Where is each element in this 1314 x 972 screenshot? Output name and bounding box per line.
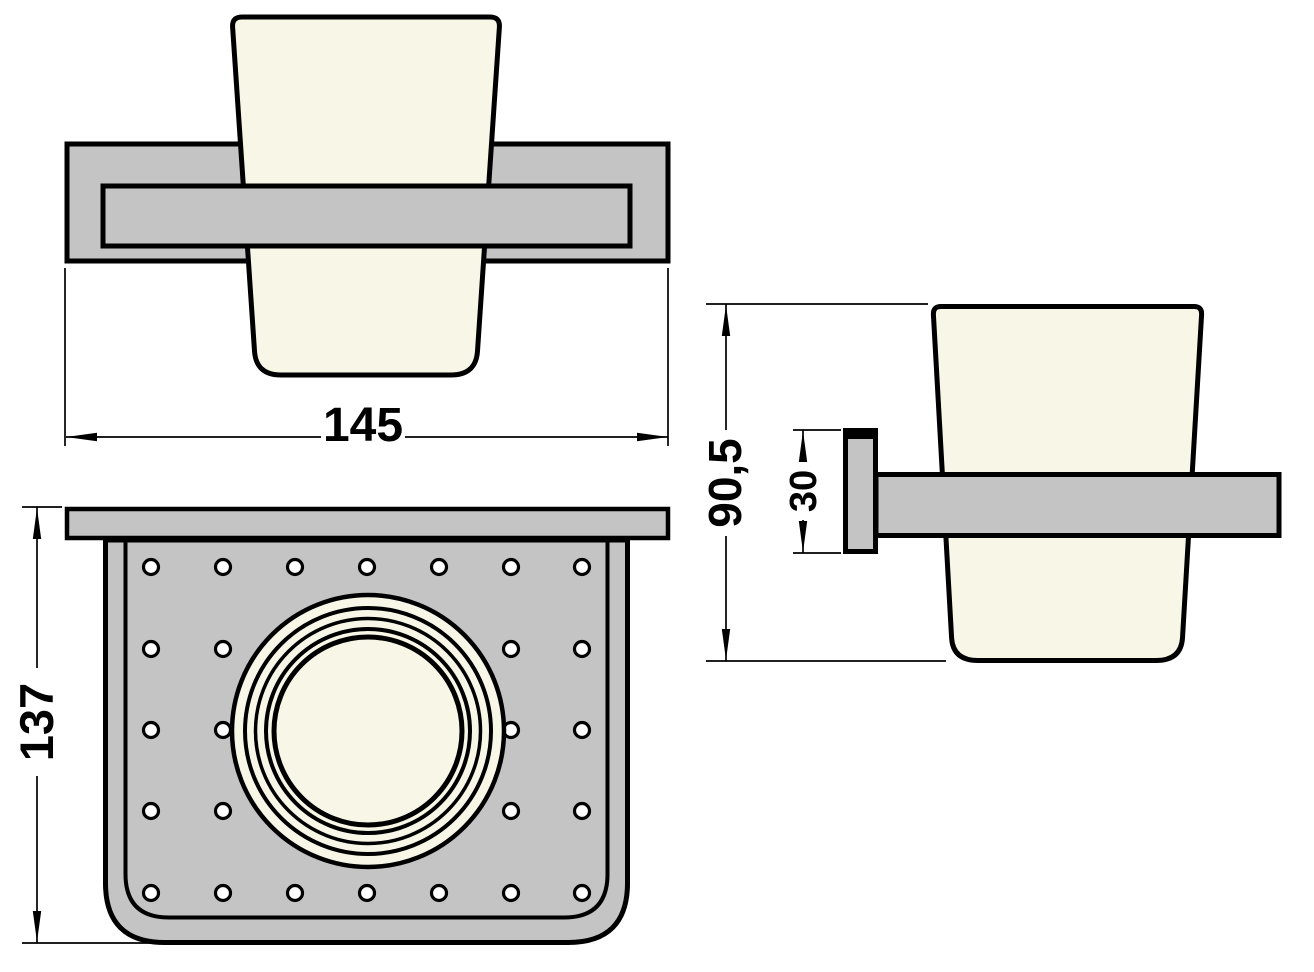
tumbler-rim-ring <box>243 606 493 856</box>
dim-side-bracket-label: 30 <box>783 470 825 512</box>
screw-hole <box>213 639 233 659</box>
screw-hole <box>429 883 449 903</box>
front-holder-bar <box>100 183 633 249</box>
side-view: 90,5 30 <box>699 303 1282 663</box>
front-view: 145 <box>64 14 671 452</box>
screw-hole <box>141 801 161 821</box>
screw-hole <box>357 557 377 577</box>
screw-hole <box>141 639 161 659</box>
arrowhead-down <box>798 521 808 552</box>
screw-hole <box>213 801 233 821</box>
label-mask <box>12 668 60 776</box>
screw-hole <box>285 557 305 577</box>
screw-hole <box>501 639 521 659</box>
arrowhead-up <box>32 508 42 539</box>
plan-view: 137 <box>10 506 671 945</box>
arrowhead-left <box>66 432 97 442</box>
screw-hole <box>357 883 377 903</box>
dim-side-bracket: 30 <box>783 429 841 554</box>
plan-tumbler-opening <box>229 592 507 870</box>
screw-hole <box>213 557 233 577</box>
screw-hole <box>501 557 521 577</box>
tumbler-rim-ring <box>264 627 472 835</box>
dim-side-height-label: 90,5 <box>699 438 751 528</box>
screw-hole <box>572 883 592 903</box>
screw-hole <box>501 801 521 821</box>
side-wall-plate-cap <box>843 428 878 439</box>
screw-hole <box>572 557 592 577</box>
plan-tray-inner-rim <box>123 539 610 920</box>
arrowhead-up <box>721 305 731 336</box>
screw-hole <box>285 883 305 903</box>
arrowhead-up <box>798 431 808 462</box>
arrowhead-down <box>32 911 42 942</box>
side-wall-plate <box>843 428 878 554</box>
side-holder-arm <box>873 472 1282 538</box>
screw-hole <box>213 720 233 740</box>
screw-hole <box>572 801 592 821</box>
dim-side-height: 90,5 <box>699 303 946 662</box>
dim-plan-depth: 137 <box>10 506 160 944</box>
screw-hole <box>141 883 161 903</box>
label-mask <box>321 399 405 444</box>
screw-hole <box>141 720 161 740</box>
screw-hole <box>501 883 521 903</box>
plan-wall-bar <box>64 506 671 541</box>
arrowhead-right <box>637 432 668 442</box>
screw-hole <box>572 639 592 659</box>
screw-hole <box>429 557 449 577</box>
dim-front-width: 145 <box>64 268 669 452</box>
arrowhead-down <box>721 629 731 660</box>
tumbler-rim-ring <box>253 616 483 846</box>
label-mask <box>784 462 822 520</box>
tumbler-cavity <box>271 634 465 828</box>
dim-front-width-label: 145 <box>323 399 403 452</box>
screw-hole <box>572 720 592 740</box>
screw-hole <box>213 883 233 903</box>
label-mask <box>702 430 748 536</box>
plan-hole-grid <box>141 557 592 903</box>
dim-plan-depth-label: 137 <box>10 683 63 761</box>
screw-hole <box>141 557 161 577</box>
